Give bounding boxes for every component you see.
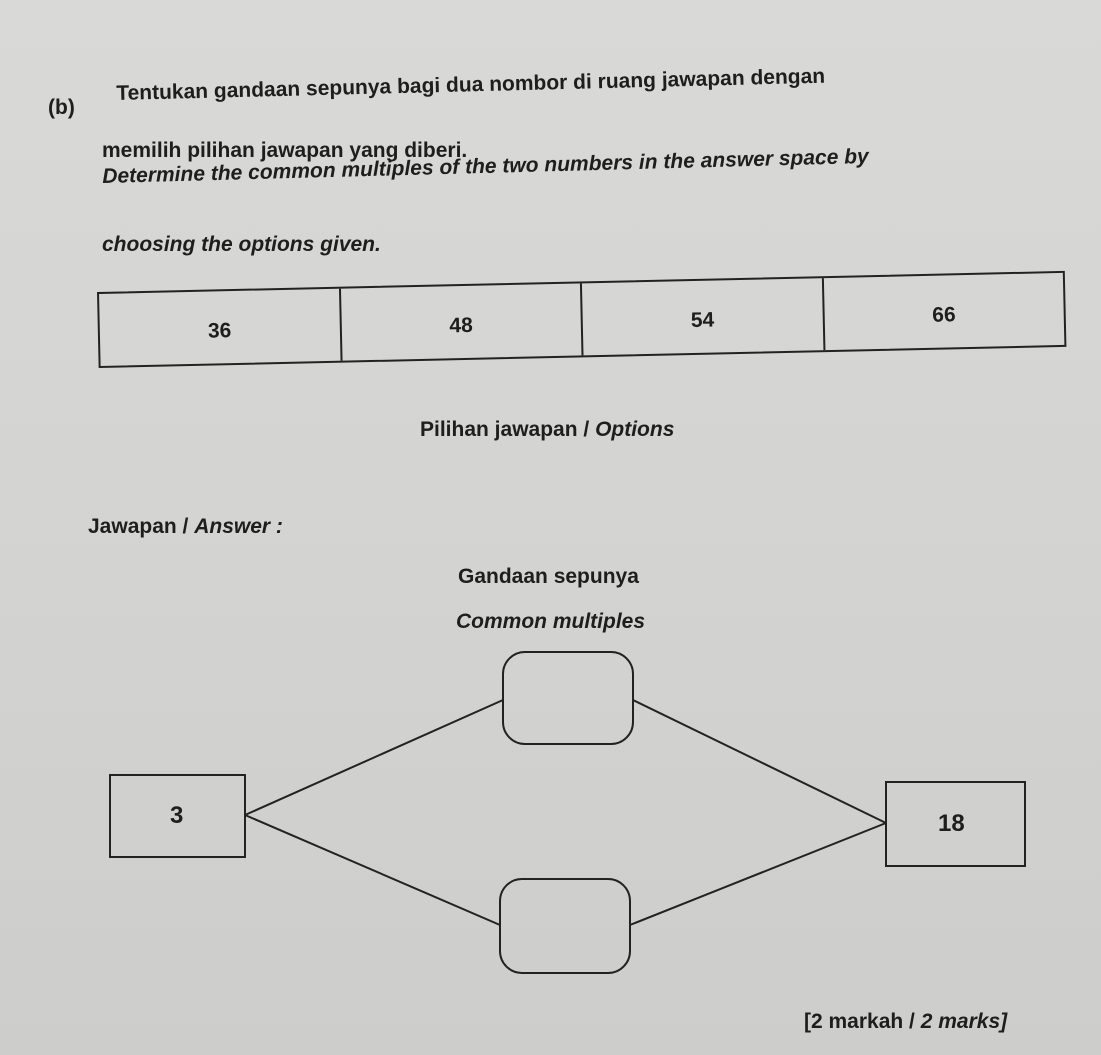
instruction-english-line-2: choosing the options given.	[102, 233, 381, 256]
bottom-answer-blank[interactable]	[499, 878, 631, 974]
marks-english: 2 marks]	[920, 1010, 1008, 1033]
answer-label-malay: Jawapan /	[88, 515, 189, 538]
right-number-box	[885, 781, 1026, 867]
marks-label: [2 markah / 2 marks]	[804, 1010, 1007, 1034]
connector-line	[244, 699, 504, 816]
right-number: 18	[938, 810, 965, 837]
options-caption-malay: Pilihan jawapan /	[420, 418, 590, 441]
connector-line	[632, 699, 887, 824]
connector-line	[244, 814, 501, 926]
instruction-malay-line-2: memilih pilihan jawapan yang diberi.	[102, 139, 468, 162]
question-label: (b)	[48, 96, 75, 119]
top-answer-blank[interactable]	[502, 651, 634, 745]
marks-malay: [2 markah /	[804, 1010, 915, 1033]
left-number-box	[109, 774, 246, 858]
common-multiples-heading-malay: Gandaan sepunya	[458, 565, 639, 588]
connector-line	[629, 822, 887, 926]
answer-label-english: Answer :	[194, 515, 283, 538]
answer-label: Jawapan / Answer :	[88, 515, 283, 539]
options-caption: Pilihan jawapan / Options	[420, 418, 674, 442]
left-number: 3	[170, 802, 184, 829]
common-multiples-heading-english: Common multiples	[456, 610, 646, 633]
options-caption-english: Options	[595, 418, 675, 441]
